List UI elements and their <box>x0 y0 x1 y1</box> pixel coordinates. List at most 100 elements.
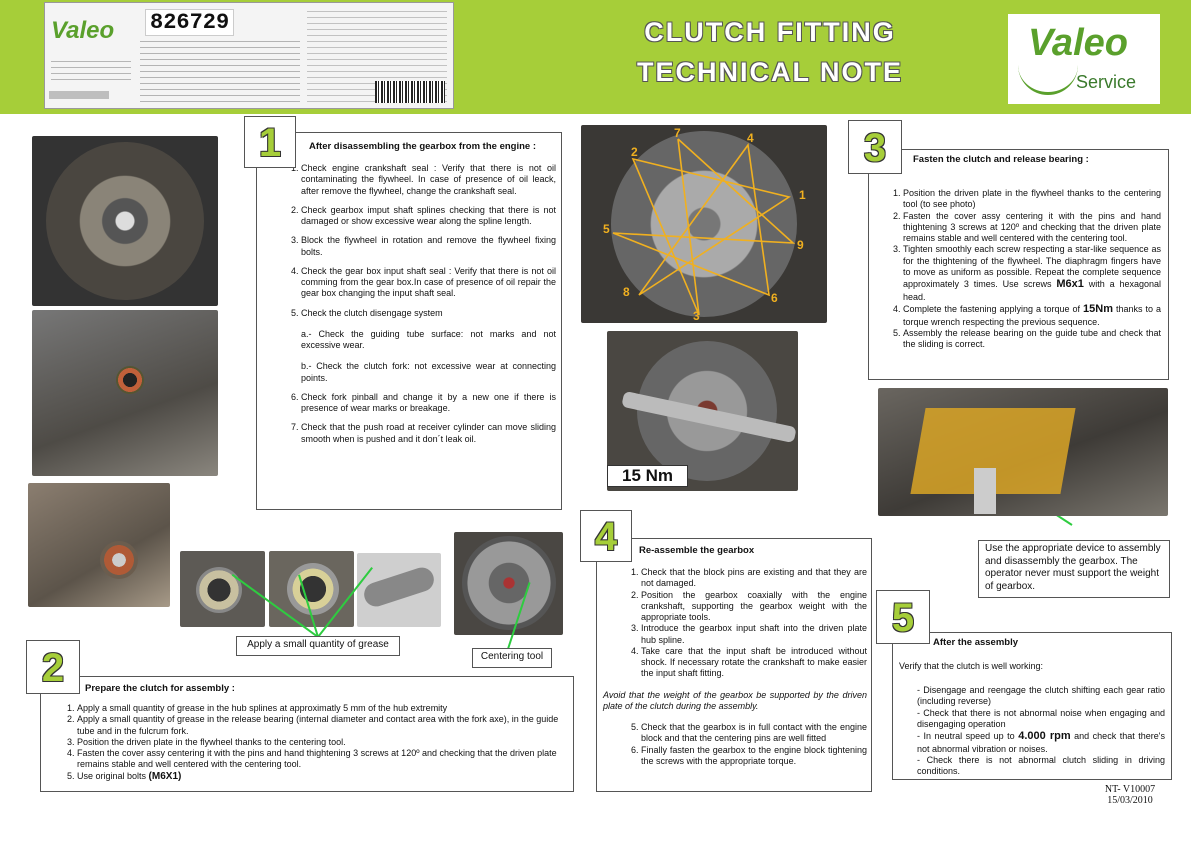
torque-spec: 15Nm <box>1083 303 1113 315</box>
star-number: 5 <box>603 222 610 236</box>
list-item-text: Complete the fastening applying a torque… <box>903 304 1084 314</box>
title-line1: CLUTCH FITTING <box>644 17 896 47</box>
document-ref: NT- V10007 <box>1104 784 1156 795</box>
list-item-text: Check the clutch disengage system <box>301 307 443 318</box>
list-item: Finally fasten the gearbox to the engine… <box>641 745 867 768</box>
check-line: - Disengage and reengage the clutch shif… <box>917 685 1165 707</box>
list-item: Apply a small quantity of grease in the … <box>77 703 569 714</box>
device-callout: Use the appropriate device to assembly a… <box>978 540 1170 598</box>
section3-number: 3 <box>848 120 902 174</box>
star-number: 4 <box>747 131 754 145</box>
list-item: Position the gearbox coaxially with the … <box>641 590 867 624</box>
gearbox-weight-note: Avoid that the weight of the gearbox be … <box>603 689 867 711</box>
star-number: 3 <box>693 309 700 323</box>
check-line: - In neutral speed up to 4.000 rpm and c… <box>917 730 1165 755</box>
brand-name: Valeo <box>1028 22 1128 64</box>
rpm-value: 4.000 rpm <box>1018 730 1071 742</box>
list-item: Check gearbox imput shaft splines checki… <box>301 205 556 228</box>
section2-box: Prepare the clutch for assembly : Apply … <box>40 676 574 792</box>
section2-number: 2 <box>26 640 80 694</box>
list-item: Check engine crankshaft seal : Verify th… <box>301 163 556 197</box>
section3-body: Position the driven plate in the flywhee… <box>879 188 1161 351</box>
list-item-text: Tighten smoothly each screw respecting a… <box>903 244 1161 289</box>
bearing-2 <box>287 563 339 615</box>
list-item: Position the driven plate in the flywhee… <box>903 188 1161 211</box>
section1-box: After disassembling the gearbox from the… <box>256 132 562 510</box>
section4-body: Check that the block pins are existing a… <box>601 567 867 767</box>
list-item: Check that the push road at receiver cyl… <box>301 422 556 445</box>
list-item: Block the flywheel in rotation and remov… <box>301 235 556 258</box>
brand-logo: Valeo Service <box>1008 14 1160 104</box>
check-line: - Check that there is not abnormal noise… <box>917 707 1165 729</box>
flywheel-disc <box>46 142 204 300</box>
section1-heading: After disassembling the gearbox from the… <box>309 141 536 152</box>
screw-spec: M6x1 <box>1056 278 1084 290</box>
list-item: Complete the fastening applying a torque… <box>903 303 1161 328</box>
brand-sub: Service <box>1076 72 1137 92</box>
section3-box: Fasten the clutch and release bearing : … <box>868 149 1169 380</box>
section4-number: 4 <box>580 510 632 562</box>
label-text-lines <box>140 41 300 103</box>
list-item: Use original bolts (M6X1) <box>77 771 569 784</box>
photo-centering-tool <box>454 532 563 635</box>
list-item-text: Use original bolts <box>77 770 149 781</box>
list-item-text-end: thanks to a torque wrench respecting the… <box>903 304 1161 327</box>
section1-number: 1 <box>244 116 296 168</box>
photo-gearbox-support <box>878 388 1168 516</box>
title-line2: TECHNICAL NOTE <box>636 57 903 87</box>
list-item: Fasten the cover assy centering it with … <box>77 748 569 771</box>
section5-body: - Disengage and reengage the clutch shif… <box>917 685 1165 778</box>
list-item: Fasten the cover assy centering it with … <box>903 211 1161 245</box>
label-part-code: 826729 <box>145 9 235 36</box>
photo-star-sequence: 7 4 2 1 5 9 8 6 3 <box>581 125 827 323</box>
document-footer: NT- V10007 15/03/2010 <box>1090 784 1170 806</box>
star-number: 1 <box>799 188 806 202</box>
check-line-text-end: and check that there's not abnormal vibr… <box>917 731 1165 754</box>
section2-body: Apply a small quantity of grease in the … <box>57 703 569 783</box>
sub-item-a: a.- Check the guiding tube surface: not … <box>301 328 556 350</box>
input-shaft-seal <box>100 541 138 579</box>
section3-heading: Fasten the clutch and release bearing : <box>913 154 1089 165</box>
list-item: Apply a small quantity of grease in the … <box>77 714 569 737</box>
list-item: Take care that the input shaft be introd… <box>641 646 867 680</box>
list-item: Introduce the gearbox input shaft into t… <box>641 623 867 646</box>
list-item: Check the clutch disengage system a.- Ch… <box>301 308 556 384</box>
torque-value-label: 15 Nm <box>607 465 689 487</box>
document-date: 15/03/2010 <box>1107 795 1153 806</box>
section5-heading: After the assembly <box>933 637 1019 648</box>
grease-callout: Apply a small quantity of grease <box>236 636 400 656</box>
section4-heading: Re-assemble the gearbox <box>639 545 755 556</box>
star-number: 9 <box>797 238 804 252</box>
section4-box: Re-assemble the gearbox Check that the b… <box>596 538 872 792</box>
list-item-text-end: with a hexagonal head. <box>903 279 1161 302</box>
check-line-text: - In neutral speed up to <box>917 731 1019 741</box>
photo-flywheel <box>32 136 218 306</box>
photo-clutch-fork <box>357 553 441 627</box>
page-title: CLUTCH FITTING TECHNICAL NOTE <box>600 12 940 92</box>
list-item: Assembly the release bearing on the guid… <box>903 328 1161 351</box>
photo-engine-housing <box>32 310 218 476</box>
sub-item-b: b.- Check the clutch fork: not excessive… <box>301 361 556 383</box>
section1-body: Check engine crankshaft seal : Verify th… <box>281 163 556 445</box>
label-logo: Valeo <box>51 17 115 44</box>
centering-tool-callout: Centering tool <box>472 648 552 668</box>
star-sequence-diagram <box>612 138 796 316</box>
clutch-disc <box>462 536 556 630</box>
check-line: - Check there is not abnormal clutch sli… <box>917 755 1165 777</box>
crankshaft-seal <box>116 366 144 394</box>
section5-number: 5 <box>876 590 930 644</box>
support-post <box>974 468 996 514</box>
brand-swoosh-icon <box>1018 62 1078 95</box>
star-number: 7 <box>674 126 681 140</box>
list-item: Tighten smoothly each screw respecting a… <box>903 244 1161 303</box>
bolts-spec: (M6X1) <box>148 770 182 782</box>
label-barcode <box>375 81 445 103</box>
photo-gearbox-shaft <box>28 483 170 607</box>
list-item: Check the gear box input shaft seal : Ve… <box>301 266 556 300</box>
star-number: 6 <box>771 291 778 305</box>
list-item: Check that the block pins are existing a… <box>641 567 867 590</box>
list-item: Position the driven plate in the flywhee… <box>77 737 569 748</box>
section5-box: After the assembly Verify that the clutc… <box>892 632 1172 780</box>
product-label-image: Valeo 826729 <box>44 2 454 109</box>
photo-torque-wrench <box>607 331 798 491</box>
